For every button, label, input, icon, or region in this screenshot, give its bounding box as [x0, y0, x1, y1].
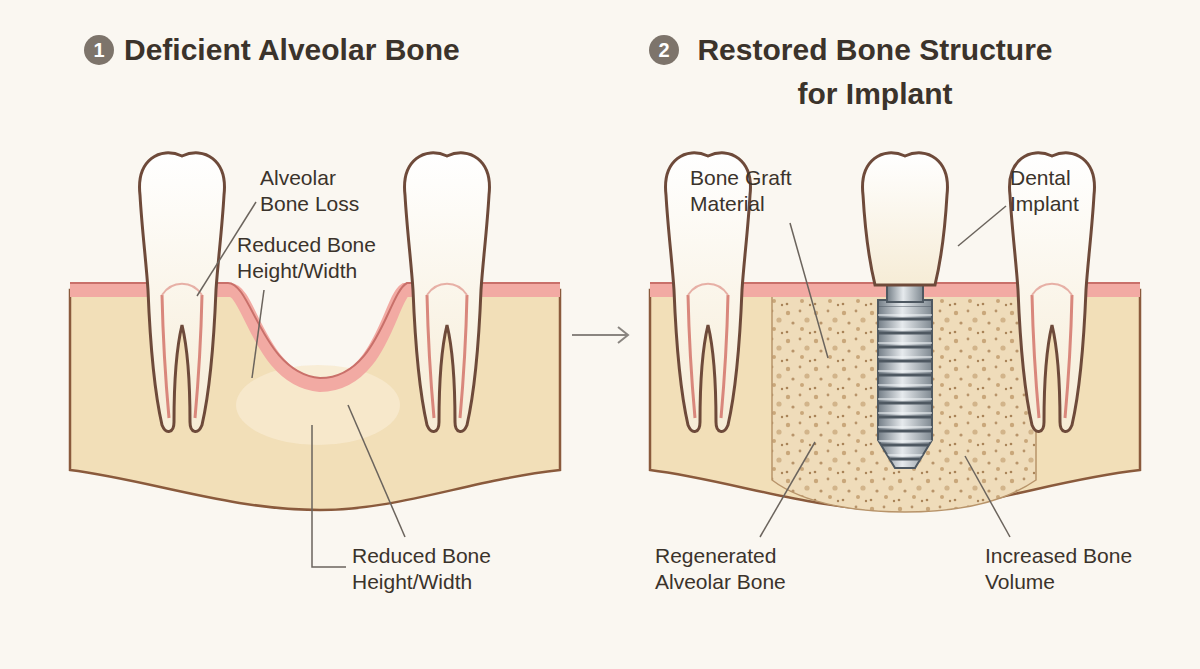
callout-label: Regenerated Alveolar Bone [655, 543, 815, 595]
gum-line [70, 283, 560, 378]
leader-line [348, 405, 405, 537]
leader-line [312, 425, 346, 567]
leader-line [760, 442, 815, 537]
leader-line [958, 206, 1006, 246]
step-number: 2 [658, 40, 669, 60]
implant-screw [878, 300, 932, 468]
leader-line [965, 456, 1010, 537]
step-number: 1 [93, 40, 104, 60]
natural-tooth [405, 153, 490, 432]
transition-arrow [572, 334, 628, 336]
gum [70, 290, 560, 385]
natural-tooth [140, 153, 225, 432]
leader-line [790, 223, 828, 358]
graft-region [772, 292, 1036, 512]
panel-heading: Deficient Alveolar Bone [124, 28, 460, 72]
callout-label: Dental Implant [1010, 165, 1120, 217]
leader-line [252, 290, 264, 378]
arrow-head [618, 327, 628, 343]
jaw-bone [70, 290, 560, 510]
callout-label: Reduced Bone Height/Width [352, 543, 532, 595]
step-badge: 2Restored Bone Structure for Implant [649, 35, 679, 65]
callout-label: Increased Bone Volume [985, 543, 1135, 595]
implant-threads [878, 306, 932, 466]
callout-label: Reduced Bone Height/Width [237, 232, 417, 284]
step-badge: 1Deficient Alveolar Bone [84, 35, 114, 65]
callout-label: Bone Graft Material [690, 165, 830, 217]
panel-heading: Restored Bone Structure for Implant [685, 28, 1065, 116]
implant-crown [863, 153, 948, 285]
callout-label: Alveolar Bone Loss [260, 165, 380, 217]
